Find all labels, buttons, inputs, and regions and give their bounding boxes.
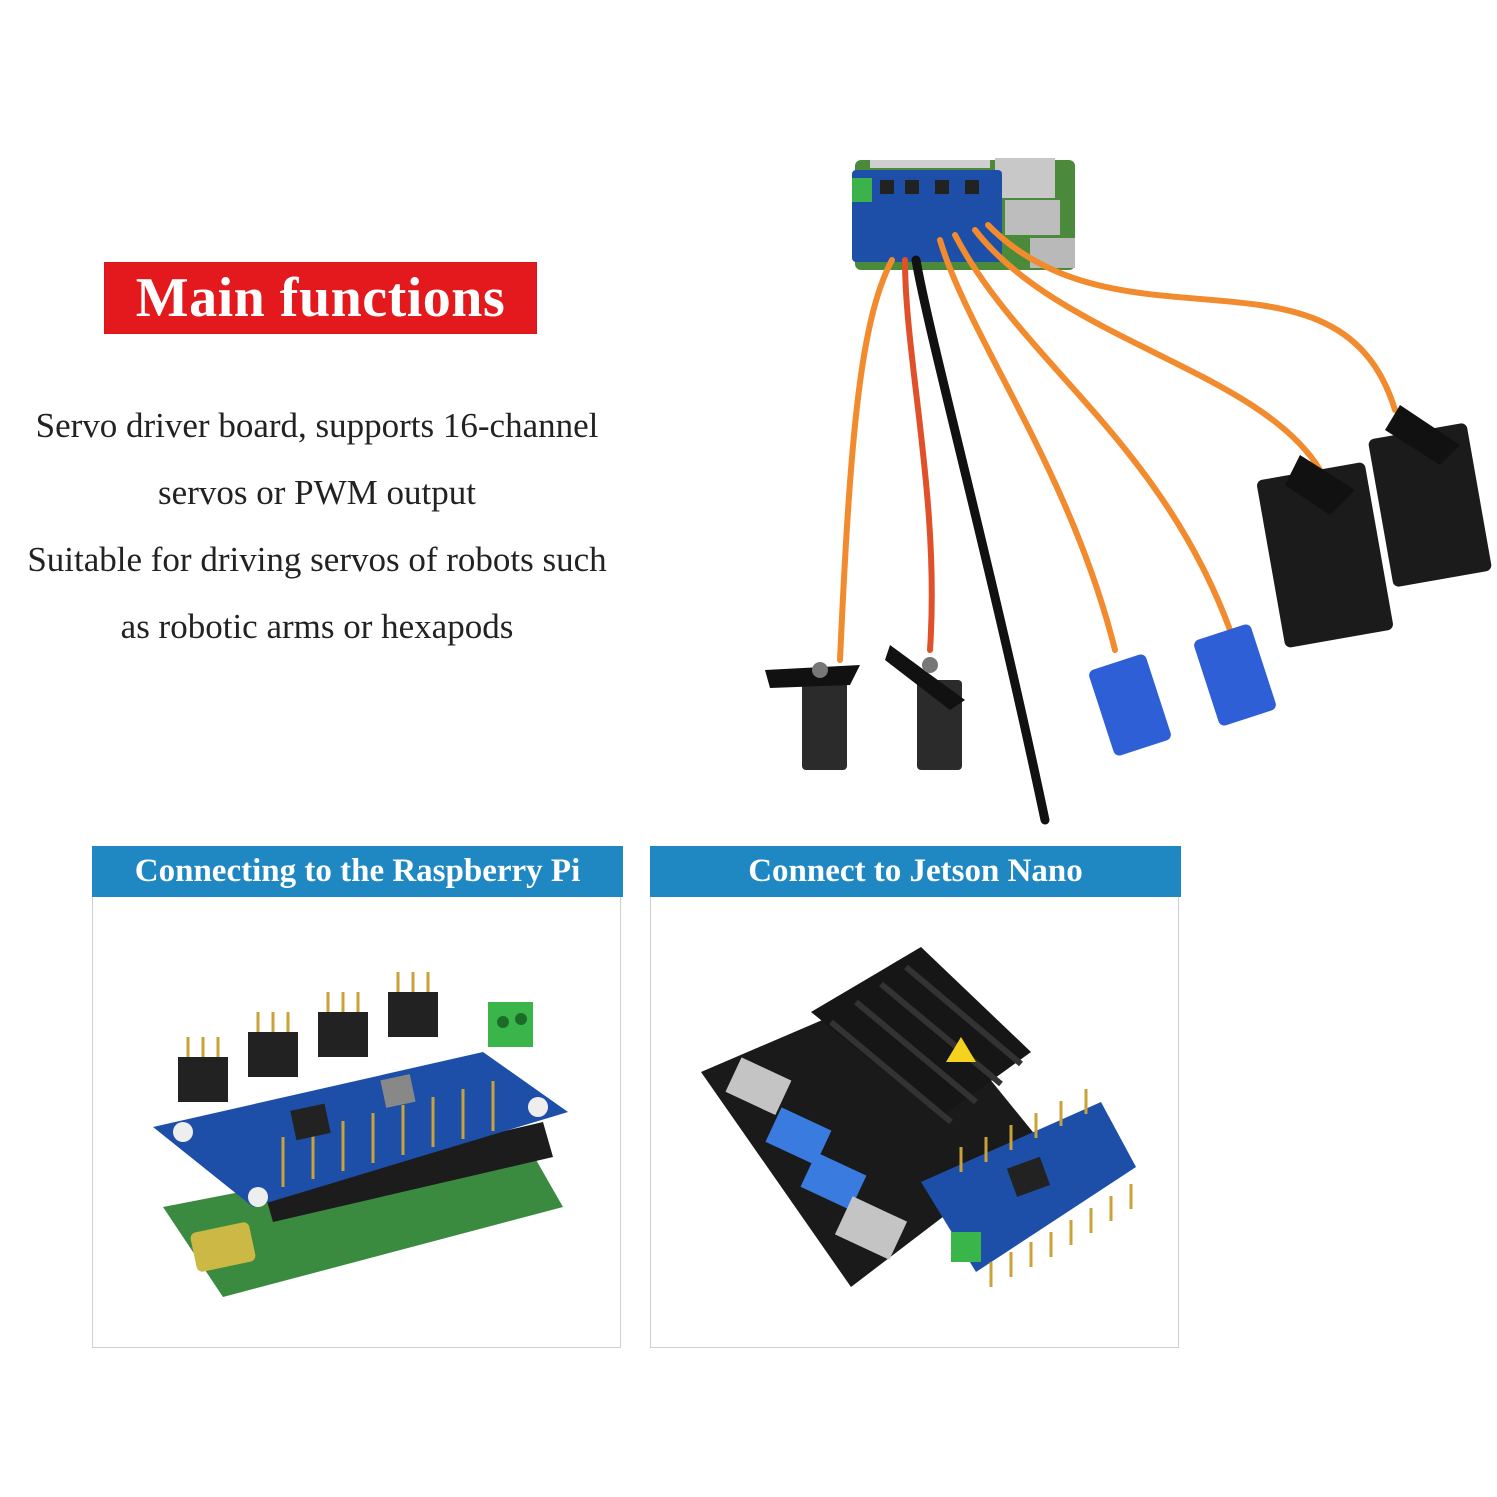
jetson-nano-panel: Connect to Jetson Nano — [650, 846, 1181, 1348]
servo-driver-with-servos-image — [765, 158, 1492, 825]
jetson-nano-image — [701, 947, 1136, 1287]
raspberry-pi-hat-image — [153, 972, 568, 1297]
description-line: Servo driver board, supports 16-channel — [35, 406, 599, 445]
description-line: Suitable for driving servos of robots su… — [27, 540, 607, 579]
description-line: as robotic arms or hexapods — [120, 607, 514, 646]
panel-title: Connecting to the Raspberry Pi — [92, 846, 623, 897]
feature-description: Servo driver board, supports 16-channel … — [0, 392, 634, 660]
main-functions-heading: Main functions — [104, 262, 537, 334]
description-line: servos or PWM output — [158, 473, 476, 512]
raspberry-pi-panel: Connecting to the Raspberry Pi — [92, 846, 623, 1348]
panel-title: Connect to Jetson Nano — [650, 846, 1181, 897]
